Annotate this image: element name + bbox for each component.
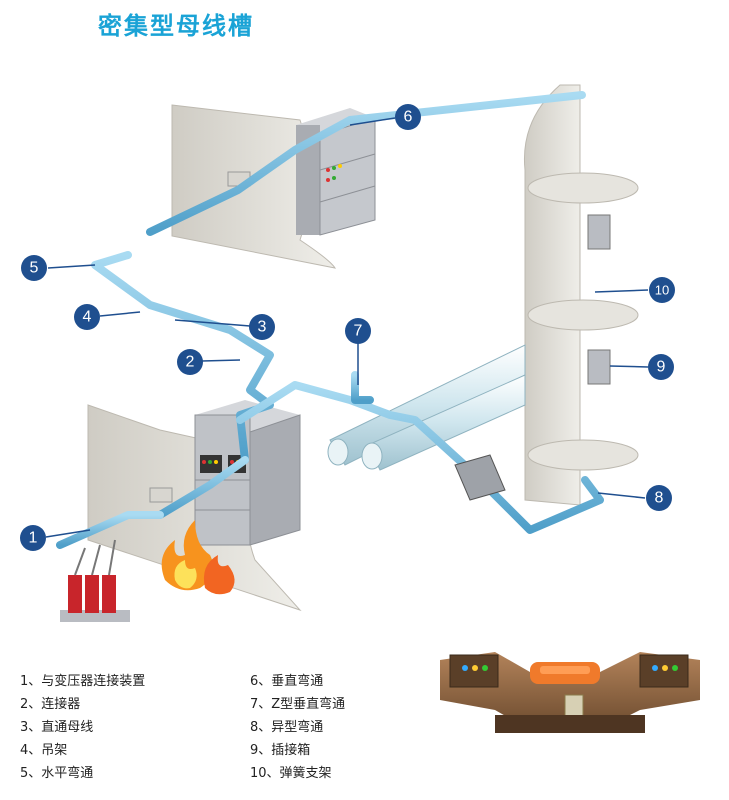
busway-joint-photo — [440, 652, 700, 733]
callout-2: 2 — [177, 349, 203, 375]
transformer — [60, 539, 130, 622]
legend-left-column: 1、与变压器连接装置 2、连接器 3、直通母线 4、吊架 5、水平弯通 — [20, 670, 145, 785]
legend-item: 7、Z型垂直弯通 — [250, 697, 346, 712]
legend-item: 5、水平弯通 — [20, 766, 94, 781]
legend-item: 4、吊架 — [20, 743, 68, 758]
callout-number: 1 — [29, 530, 38, 547]
callout-3: 3 — [249, 314, 275, 340]
pipes — [327, 344, 526, 471]
callout-number: 4 — [83, 309, 92, 326]
callout-number: 8 — [655, 490, 664, 507]
fire-icon — [161, 520, 235, 595]
callout-number: 9 — [657, 359, 666, 376]
callout-5: 5 — [21, 255, 47, 281]
legend-item: 1、与变压器连接装置 — [20, 674, 146, 689]
legend-item: 9、插接箱 — [250, 743, 311, 758]
callout-number: 6 — [404, 109, 413, 126]
callout-number: 3 — [258, 319, 267, 336]
legend-item: 8、异型弯通 — [250, 720, 324, 735]
legend-right-column: 6、垂直弯通 7、Z型垂直弯通 8、异型弯通 9、插接箱 10、弹簧支架 — [250, 670, 345, 785]
right-wall-shaft — [523, 84, 639, 506]
page-title: 密集型母线槽 — [98, 12, 254, 40]
callout-number: 5 — [30, 260, 39, 277]
callout-leaders — [45, 117, 649, 538]
callout-7: 7 — [345, 318, 371, 344]
callout-9: 9 — [648, 354, 674, 380]
callout-number: 10 — [655, 283, 669, 298]
legend-item: 3、直通母线 — [20, 720, 94, 735]
busway-runs — [56, 86, 604, 549]
lower-distribution-cabinets — [194, 400, 301, 546]
callout-4: 4 — [74, 304, 100, 330]
callout-number: 2 — [186, 354, 195, 371]
legend-item: 2、连接器 — [20, 697, 81, 712]
callout-6: 6 — [395, 104, 421, 130]
callout-8: 8 — [646, 485, 672, 511]
callout-10: 10 — [649, 277, 675, 303]
plug-in-boxes — [454, 214, 611, 501]
callout-1: 1 — [20, 525, 46, 551]
callout-number: 7 — [354, 323, 363, 340]
legend-item: 6、垂直弯通 — [250, 674, 324, 689]
legend-item: 10、弹簧支架 — [250, 766, 332, 781]
